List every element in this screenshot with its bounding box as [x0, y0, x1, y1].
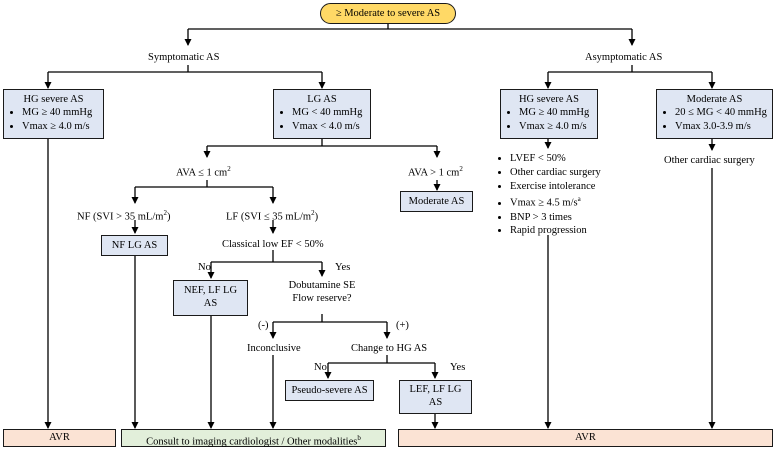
asym-moderate-box: Moderate AS 20 ≤ MG < 40 mmHg Vmax 3.0-3…: [656, 89, 773, 139]
consult-box: Consult to imaging cardiologist / Other …: [121, 429, 386, 448]
nf-sup: 2: [163, 209, 167, 217]
asym-hg-item-1: Vmax ≥ 4.0 m/s: [519, 120, 593, 134]
asym-criteria-list: LVEF < 50% Other cardiac surgery Exercis…: [496, 152, 601, 238]
ava-small-text: AVA ≤ 1 cm: [176, 167, 228, 179]
lf-sup: 2: [311, 209, 315, 217]
sym-lg-box: LG AS MG < 40 mmHg Vmax < 4.0 m/s: [273, 89, 371, 139]
nf-label: NF (SVI > 35 mL/m2): [77, 207, 170, 224]
criterion-1: Other cardiac surgery: [510, 166, 601, 180]
dobutamine-se: Dobutamine SE Flow reserve?: [279, 279, 365, 305]
asym-moderate-item-0: 20 ≤ MG < 40 mmHg: [675, 106, 768, 120]
sym-hg-title: HG severe AS: [23, 94, 84, 105]
pseudo-severe-box: Pseudo-severe AS: [285, 380, 374, 401]
consult-sup: b: [357, 434, 361, 442]
asym-hg-item-0: MG ≥ 40 mmHg: [519, 106, 593, 120]
nf-end: ): [166, 211, 171, 223]
no-label-1: No: [198, 262, 211, 273]
avr-right-box: AVR: [398, 429, 773, 447]
criterion-4: BNP > 3 times: [510, 211, 601, 225]
no-label-2: No: [314, 362, 327, 373]
sym-lg-item-0: MG < 40 mmHg: [292, 106, 366, 120]
asym-hg-title: HG severe AS: [518, 94, 580, 105]
inconclusive-label: Inconclusive: [247, 343, 301, 354]
lf-end: ): [314, 211, 319, 223]
consult-text: Consult to imaging cardiologist / Other …: [146, 436, 358, 448]
avr-left-box: AVR: [3, 429, 116, 447]
dobutamine-line-0: Dobutamine SE: [288, 280, 356, 291]
asym-moderate-title: Moderate AS: [686, 94, 743, 105]
moderate-other-surgery: Other cardiac surgery: [664, 155, 755, 166]
criterion-5: Rapid progression: [510, 224, 601, 238]
criterion-3-footnote: a: [577, 195, 581, 204]
yes-label-1: Yes: [335, 262, 351, 273]
asym-hg-severe-box: HG severe AS MG ≥ 40 mmHg Vmax ≥ 4.0 m/s: [500, 89, 598, 139]
ava-large-text: AVA > 1 cm: [408, 167, 460, 179]
classical-low-ef: Classical low EF < 50%: [222, 239, 324, 250]
symptomatic-label: Symptomatic AS: [148, 52, 220, 63]
nf-lg-as-box: NF LG AS: [101, 235, 168, 256]
plus-label: (+): [396, 320, 409, 331]
nf-text: NF (SVI > 35 mL/m: [77, 211, 164, 223]
criterion-3-text: Vmax ≥ 4.5 m/s: [510, 197, 578, 209]
asym-moderate-item-1: Vmax 3.0-3.9 m/s: [675, 120, 768, 134]
sym-hg-severe-box: HG severe AS MG ≥ 40 mmHg Vmax ≥ 4.0 m/s: [3, 89, 104, 139]
ava-small-sup: 2: [227, 165, 231, 173]
moderate-as-box: Moderate AS: [400, 191, 473, 212]
change-hg-label: Change to HG AS: [351, 343, 428, 354]
criterion-2: Exercise intolerance: [510, 180, 601, 194]
top-node: ≥ Moderate to severe AS: [320, 3, 456, 24]
criterion-0: LVEF < 50%: [510, 152, 601, 166]
asymptomatic-label: Asymptomatic AS: [585, 52, 663, 63]
ava-large-sup: 2: [459, 165, 463, 173]
lf-label: LF (SVI ≤ 35 mL/m2): [226, 207, 318, 224]
yes-label-2: Yes: [450, 362, 466, 373]
ava-large-label: AVA > 1 cm2: [408, 163, 463, 180]
sym-lg-item-1: Vmax < 4.0 m/s: [292, 120, 366, 134]
nef-lf-lg-as-box: NEF, LF LG AS: [173, 280, 248, 316]
sym-lg-title: LG AS: [307, 94, 337, 105]
criterion-3: Vmax ≥ 4.5 m/sa: [510, 193, 601, 210]
lef-lf-lg-as-box: LEF, LF LG AS: [399, 380, 472, 414]
sym-hg-item-1: Vmax ≥ 4.0 m/s: [22, 120, 99, 134]
ava-small-label: AVA ≤ 1 cm2: [176, 163, 231, 180]
sym-hg-item-0: MG ≥ 40 mmHg: [22, 106, 99, 120]
dobutamine-line-1: Flow reserve?: [292, 293, 352, 304]
lf-text: LF (SVI ≤ 35 mL/m: [226, 211, 312, 223]
minus-label: (-): [258, 320, 269, 331]
